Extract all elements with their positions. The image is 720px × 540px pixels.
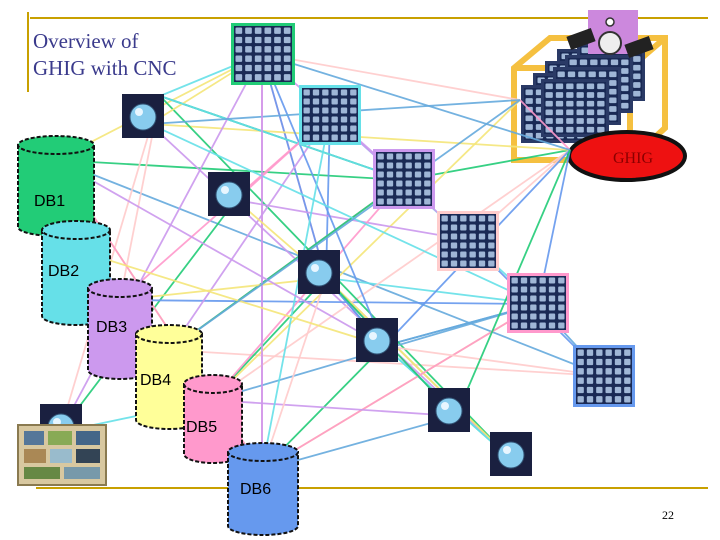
connection-line <box>211 399 457 417</box>
connection-line <box>261 53 521 101</box>
sphere-node-icon <box>490 432 532 476</box>
connection-line <box>261 53 385 347</box>
grid-cluster-icon <box>573 345 635 407</box>
title-line-2: GHIG with CNC <box>33 56 177 80</box>
database-cylinder-db5: DB5 <box>183 374 243 464</box>
database-label: DB2 <box>48 263 79 280</box>
grid-cluster-icon <box>507 273 569 333</box>
sphere-node-icon <box>208 172 250 216</box>
database-label: DB5 <box>186 419 217 436</box>
database-label: DB3 <box>96 319 127 336</box>
connection-line <box>325 277 539 305</box>
connection-line <box>75 249 385 347</box>
photo-collage-icon <box>17 424 107 486</box>
database-label: DB4 <box>140 372 171 389</box>
database-label: DB6 <box>240 481 271 498</box>
sphere-node-icon <box>428 388 470 432</box>
connection-line <box>383 345 605 377</box>
grid-cluster-icon <box>373 149 435 209</box>
page-number: 22 <box>662 508 674 522</box>
connection-line <box>55 159 405 181</box>
connection-line <box>261 114 331 471</box>
database-label: DB1 <box>34 193 65 210</box>
database-cylinder-db6: DB6 <box>227 442 299 536</box>
grid-cluster-icon <box>541 79 609 137</box>
connection-line <box>211 99 521 401</box>
connection-line <box>261 53 327 279</box>
connection-line <box>119 299 539 305</box>
connection-line <box>261 277 327 471</box>
connection-line <box>261 53 571 151</box>
satellite-icon <box>566 10 654 59</box>
connection-line <box>169 349 605 377</box>
title-line-1: Overview of <box>33 29 139 53</box>
connection-line <box>169 99 521 351</box>
sphere-node-icon <box>298 250 340 294</box>
grid-cluster-icon <box>299 85 361 145</box>
connection-line <box>119 277 327 301</box>
sphere-node-icon <box>356 318 398 362</box>
connection-line <box>159 95 405 181</box>
database-cylinder-db4: DB4 <box>135 324 203 430</box>
slide-title: Overview of GHIG with CNC <box>33 28 177 82</box>
grid-cluster-icon <box>231 23 295 85</box>
connection-line <box>519 99 571 151</box>
connection-line <box>325 277 513 461</box>
database-cylinder-db1: DB1 <box>17 135 95 237</box>
connection-line <box>211 149 571 401</box>
ghig-cluster: GHIG <box>511 35 687 182</box>
connection-line <box>149 123 539 305</box>
ghig-label: GHIG <box>613 150 653 167</box>
connection-line <box>169 114 331 351</box>
sphere-node-icon <box>122 94 164 138</box>
network-nodes <box>40 23 635 476</box>
grid-cluster-icon <box>437 211 499 271</box>
connection-line <box>55 159 385 347</box>
